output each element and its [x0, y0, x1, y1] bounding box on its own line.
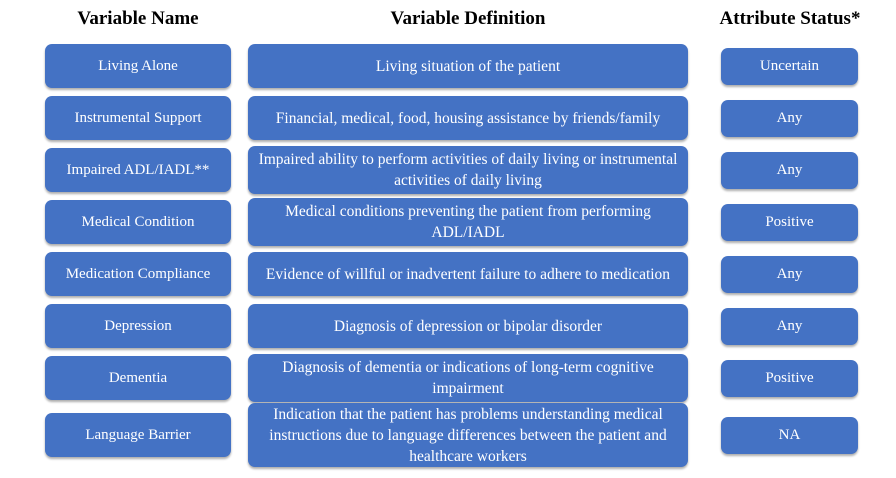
variable-definition-pill[interactable]: Impaired ability to perform activities o… [248, 146, 688, 194]
variable-definition-label: Financial, medical, food, housing assist… [275, 109, 661, 127]
column-header-attribute-status: Attribute Status* [719, 8, 861, 29]
variable-name-cell: Language Barrier [45, 404, 231, 466]
variable-name-label: Depression [104, 317, 172, 334]
attribute-status-cell: Any [721, 300, 858, 352]
attribute-status-pill[interactable]: Positive [721, 203, 858, 241]
attribute-status-cell: Any [721, 92, 858, 144]
attribute-status-cell: Positive [721, 196, 858, 248]
attribute-status-pill[interactable]: Positive [721, 359, 858, 397]
variable-name-cell: Depression [45, 300, 231, 352]
attribute-status-cell: Any [721, 248, 858, 300]
variable-definition-label: Impaired ability to perform activities o… [258, 151, 678, 189]
variable-definition-label: Diagnosis of depression or bipolar disor… [333, 317, 603, 335]
variable-definition-pill[interactable]: Medical conditions preventing the patien… [248, 198, 688, 246]
attribute-status-cell: Positive [721, 352, 858, 404]
attribute-status-pill[interactable]: Any [721, 151, 858, 189]
variable-name-cell: Living Alone [45, 40, 231, 92]
variable-name-pill[interactable]: Depression [45, 304, 231, 348]
variable-name-label: Medical Condition [81, 213, 195, 230]
variable-definition-cell: Living situation of the patient [248, 40, 688, 92]
variable-definition-label: Indication that the patient has problems… [269, 405, 667, 465]
variable-definition-pill[interactable]: Diagnosis of dementia or indications of … [248, 354, 688, 402]
variable-name-label: Medication Compliance [65, 265, 211, 282]
attribute-status-pill[interactable]: Uncertain [721, 47, 858, 85]
variable-name-label: Living Alone [98, 57, 178, 74]
attribute-status-cell: NA [721, 404, 858, 466]
attribute-status-label: Positive [765, 213, 814, 230]
variable-definition-cell: Diagnosis of depression or bipolar disor… [248, 300, 688, 352]
attribute-status-pill[interactable]: NA [721, 416, 858, 454]
variable-definition-pill[interactable]: Evidence of willful or inadvertent failu… [248, 252, 688, 296]
attribute-status-cell: Any [721, 144, 858, 196]
attribute-status-pill[interactable]: Any [721, 255, 858, 293]
attribute-status-label: Any [776, 109, 803, 126]
variable-definition-label: Diagnosis of dementia or indications of … [282, 359, 654, 397]
variable-definition-pill[interactable]: Indication that the patient has problems… [248, 403, 688, 467]
variable-name-pill[interactable]: Medical Condition [45, 200, 231, 244]
variable-definition-cell: Financial, medical, food, housing assist… [248, 92, 688, 144]
variable-name-pill[interactable]: Living Alone [45, 44, 231, 88]
variable-name-cell: Medication Compliance [45, 248, 231, 300]
variable-definition-label: Living situation of the patient [375, 57, 561, 75]
variable-definition-pill[interactable]: Financial, medical, food, housing assist… [248, 96, 688, 140]
attribute-status-label: Any [776, 317, 803, 334]
column-header-variable-name: Variable Name [77, 8, 199, 29]
attribute-status-label: NA [778, 426, 801, 443]
attribute-status-pill[interactable]: Any [721, 99, 858, 137]
variable-name-pill[interactable]: Impaired ADL/IADL** [45, 148, 231, 192]
variable-definition-cell: Impaired ability to perform activities o… [248, 144, 688, 196]
variable-definition-cell: Medical conditions preventing the patien… [248, 196, 688, 248]
variable-name-cell: Instrumental Support [45, 92, 231, 144]
attribute-status-label: Uncertain [759, 57, 820, 74]
attribute-status-label: Any [776, 161, 803, 178]
attribute-status-pill[interactable]: Any [721, 307, 858, 345]
table-header-row: Variable Name Variable Definition Attrib… [0, 0, 896, 40]
variable-name-pill[interactable]: Instrumental Support [45, 96, 231, 140]
variable-definition-cell: Indication that the patient has problems… [248, 403, 688, 467]
variable-name-pill[interactable]: Dementia [45, 356, 231, 400]
variable-definition-label: Evidence of willful or inadvertent failu… [265, 265, 671, 283]
variable-definition-cell: Diagnosis of dementia or indications of … [248, 352, 688, 404]
variable-name-cell: Impaired ADL/IADL** [45, 144, 231, 196]
variable-definition-cell: Evidence of willful or inadvertent failu… [248, 248, 688, 300]
column-header-variable-definition: Variable Definition [390, 8, 546, 29]
variable-name-label: Dementia [108, 369, 168, 386]
variable-name-cell: Dementia [45, 352, 231, 404]
variable-name-cell: Medical Condition [45, 196, 231, 248]
attribute-status-label: Any [776, 265, 803, 282]
variable-name-pill[interactable]: Medication Compliance [45, 252, 231, 296]
variable-name-pill[interactable]: Language Barrier [45, 413, 231, 457]
variable-name-label: Impaired ADL/IADL** [66, 161, 210, 178]
variable-definition-label: Medical conditions preventing the patien… [285, 203, 651, 241]
variable-definition-pill[interactable]: Diagnosis of depression or bipolar disor… [248, 304, 688, 348]
variable-name-label: Language Barrier [85, 426, 191, 443]
variable-definition-pill[interactable]: Living situation of the patient [248, 44, 688, 88]
attribute-status-cell: Uncertain [721, 40, 858, 92]
variable-name-label: Instrumental Support [74, 109, 202, 126]
attribute-status-label: Positive [765, 369, 814, 386]
